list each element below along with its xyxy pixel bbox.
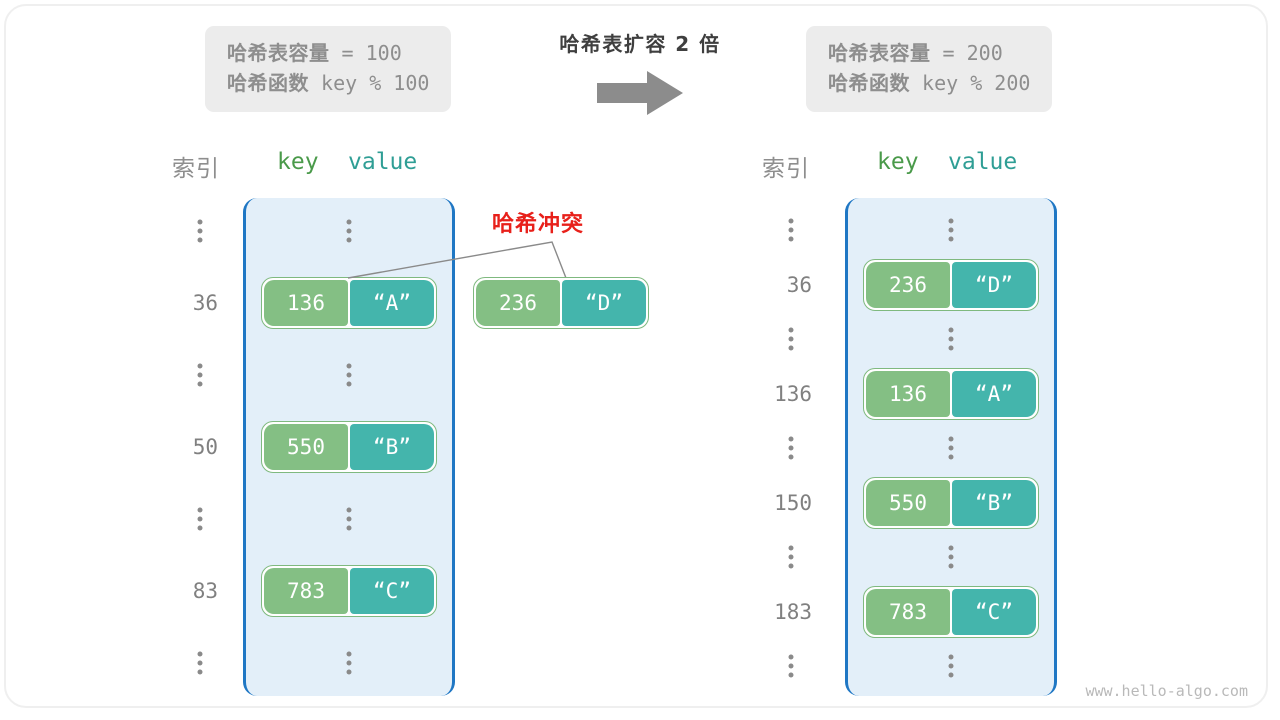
- pair-key-cell: 550: [866, 479, 950, 526]
- right-capacity-expr: = 200: [930, 41, 1003, 65]
- right-header-key: key: [877, 149, 919, 175]
- left-function-line: 哈希函数 key % 100: [227, 68, 429, 98]
- row-ellipsis-index: [788, 545, 794, 569]
- row-ellipsis-index: [788, 218, 794, 242]
- index-label: 183: [774, 599, 812, 624]
- kv-pair: 136“A”: [863, 367, 1039, 420]
- row-ellipsis-slot: [346, 363, 352, 387]
- row-ellipsis-slot: [346, 507, 352, 531]
- pair-value-cell: “A”: [952, 370, 1036, 417]
- index-label: 50: [192, 435, 218, 459]
- pair-value-cell: “C”: [350, 568, 434, 614]
- left-capacity-line: 哈希表容量 = 100: [227, 38, 429, 68]
- pair-key-cell: 783: [264, 568, 348, 614]
- left-function-expr: key % 100: [309, 71, 430, 95]
- pair-key-cell: 236: [866, 261, 950, 308]
- row-ellipsis-index: [197, 507, 203, 531]
- kv-pair: 550“B”: [261, 421, 437, 473]
- left-capacity-label: 哈希表容量: [227, 41, 330, 65]
- pair-value-cell: “B”: [350, 424, 434, 470]
- row-ellipsis-index: [788, 436, 794, 460]
- pair-key-cell: 783: [866, 588, 950, 635]
- index-label: 136: [774, 381, 812, 406]
- index-label: 36: [786, 272, 812, 297]
- index-label: 150: [774, 490, 812, 515]
- row-ellipsis-slot: [948, 218, 954, 242]
- expand-title-block: 哈希表扩容 2 倍: [520, 28, 760, 117]
- left-header-value: value: [348, 149, 418, 175]
- detached-collision-pair: 236“D”: [473, 277, 649, 329]
- pair-value-cell: “D”: [562, 280, 646, 326]
- pair-value-cell: “D”: [952, 261, 1036, 308]
- row-ellipsis-slot: [948, 654, 954, 678]
- right-capacity-label: 哈希表容量: [828, 41, 931, 65]
- right-capacity-line: 哈希表容量 = 200: [828, 38, 1030, 68]
- right-info-box: 哈希表容量 = 200 哈希函数 key % 200: [806, 26, 1053, 112]
- right-function-label: 哈希函数: [828, 71, 910, 95]
- row-ellipsis-index: [197, 651, 203, 675]
- kv-pair: 783“C”: [863, 585, 1039, 638]
- watermark: www.hello-algo.com: [1085, 682, 1248, 700]
- kv-pair: 783“C”: [261, 565, 437, 617]
- pair-value-cell: “B”: [952, 479, 1036, 526]
- row-ellipsis-index: [197, 363, 203, 387]
- pair-key-cell: 550: [264, 424, 348, 470]
- index-label: 83: [192, 579, 218, 603]
- row-ellipsis-index: [788, 327, 794, 351]
- page-title: 哈希表扩容 2 倍: [559, 32, 721, 56]
- row-ellipsis-slot: [346, 651, 352, 675]
- left-info-box: 哈希表容量 = 100 哈希函数 key % 100: [205, 26, 452, 112]
- outer-frame: [4, 4, 1268, 708]
- kv-pair: 550“B”: [863, 476, 1039, 529]
- index-label: 36: [192, 291, 218, 315]
- left-header-index: 索引: [172, 156, 220, 182]
- row-ellipsis-index: [788, 654, 794, 678]
- pair-key-cell: 236: [476, 280, 560, 326]
- right-function-expr: key % 200: [910, 71, 1031, 95]
- collision-label: 哈希冲突: [492, 212, 585, 237]
- row-ellipsis-slot: [346, 219, 352, 243]
- left-function-label: 哈希函数: [227, 71, 309, 95]
- right-function-line: 哈希函数 key % 200: [828, 68, 1030, 98]
- left-header-key: key: [277, 149, 319, 175]
- kv-pair: 236“D”: [863, 258, 1039, 311]
- left-capacity-expr: = 100: [329, 41, 402, 65]
- right-header-value: value: [948, 149, 1018, 175]
- kv-pair: 136“A”: [261, 277, 437, 329]
- pair-value-cell: “A”: [350, 280, 434, 326]
- row-ellipsis-index: [197, 219, 203, 243]
- pair-value-cell: “C”: [952, 588, 1036, 635]
- right-arrow-icon: [520, 69, 760, 117]
- row-ellipsis-slot: [948, 436, 954, 460]
- pair-key-cell: 136: [264, 280, 348, 326]
- row-ellipsis-slot: [948, 327, 954, 351]
- pair-key-cell: 136: [866, 370, 950, 417]
- right-header-index: 索引: [762, 156, 810, 182]
- row-ellipsis-slot: [948, 545, 954, 569]
